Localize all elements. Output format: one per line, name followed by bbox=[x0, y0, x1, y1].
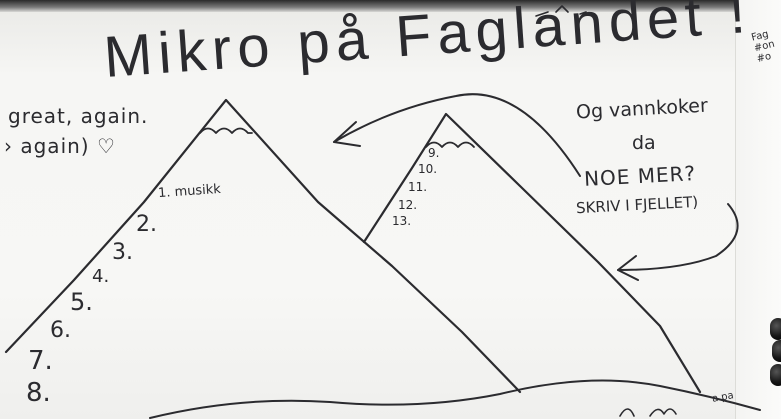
step-2-label: 2. bbox=[136, 212, 157, 237]
step-4-label: 4. bbox=[92, 266, 110, 287]
step-8-label: 8. bbox=[26, 378, 51, 408]
ground-wave-line bbox=[149, 379, 761, 419]
step-12-label: 12. bbox=[398, 198, 418, 212]
step-7-label: 7. bbox=[28, 346, 53, 376]
curved-arrow-top-head bbox=[333, 121, 361, 147]
magnet bbox=[770, 318, 781, 340]
curved-arrow-top bbox=[333, 93, 581, 177]
whiteboard-frame-top bbox=[0, 0, 781, 12]
left-mountain-snowcap bbox=[199, 127, 253, 134]
bottom-right-scribble bbox=[619, 408, 677, 417]
note-great-again: great, again. bbox=[8, 104, 149, 128]
note-again-heart: › again) ♡ bbox=[4, 134, 116, 158]
left-mountain-outline bbox=[4, 98, 522, 394]
top-scribble-marks bbox=[535, 5, 587, 17]
step-6-label: 6. bbox=[50, 318, 71, 343]
step-13-label: 13. bbox=[392, 214, 412, 228]
magnet bbox=[772, 340, 781, 362]
magnet bbox=[770, 364, 781, 386]
note-da: da bbox=[632, 132, 656, 154]
step-10-label: 10. bbox=[418, 162, 438, 176]
step-9-label: 9. bbox=[428, 146, 440, 160]
curved-arrow-right bbox=[617, 203, 739, 271]
right-mountain-outline bbox=[362, 112, 702, 394]
right-mountain-snowcap bbox=[425, 141, 475, 148]
step-5-label: 5. bbox=[70, 288, 93, 316]
step-11-label: 11. bbox=[408, 180, 428, 194]
curved-arrow-right-head bbox=[617, 255, 639, 281]
step-3-label: 3. bbox=[112, 240, 133, 265]
